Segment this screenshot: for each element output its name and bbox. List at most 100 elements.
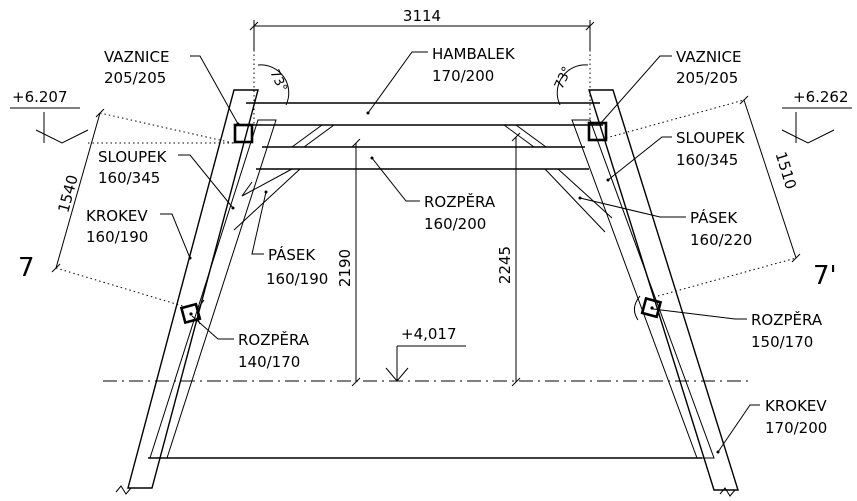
section-left: 7	[18, 253, 35, 283]
brace-b	[303, 124, 335, 148]
left-purlin	[233, 123, 254, 144]
label-krokev-right-size: 170/200	[765, 419, 827, 437]
brace-a	[291, 124, 323, 148]
dim-left-dot-top	[99, 112, 234, 144]
leader-pasek-left-dot	[264, 190, 268, 194]
leader-hambalek	[367, 51, 428, 114]
leader-krokev-left-dot	[188, 256, 192, 260]
leader-rozpera-left	[191, 315, 234, 340]
dim-2245-tick-bottom	[511, 377, 521, 387]
right-purlin	[587, 121, 608, 142]
label-rozpera-right-name: ROZPĚRA	[751, 310, 823, 329]
angle-left-value: 73°	[266, 67, 289, 94]
dim-2245-value: 2245	[496, 246, 514, 284]
dim-left-tick-top	[95, 108, 105, 118]
label-sloupek-left-size: 160/345	[98, 169, 160, 187]
dim-top-tick-l	[249, 21, 259, 31]
leader-sloupek-right	[607, 136, 672, 181]
label-hambalek-name: HAMBALEK	[432, 45, 516, 63]
level-base-value: +4,017	[401, 325, 457, 343]
right-rafter	[588, 89, 739, 491]
label-rozpera-left-size: 140/170	[238, 353, 300, 371]
dim-right-value: 1510	[772, 150, 800, 192]
dim-left-tick-bottom	[51, 263, 61, 273]
level-left-value: +6.207	[12, 88, 68, 106]
leader-vaznice-left	[190, 55, 239, 125]
brace-d	[515, 124, 547, 148]
truss-structure	[115, 89, 739, 497]
dim-2190-tick-top	[351, 138, 361, 148]
level-left-marker	[35, 129, 89, 144]
label-rozpera-left-name: ROZPĚRA	[238, 330, 310, 349]
label-vaznice-right-name: VAZNICE	[676, 48, 741, 66]
level-base-marker	[385, 367, 409, 382]
leader-krokev-left	[160, 213, 191, 259]
leader-rozpera-mid-dot	[370, 156, 374, 160]
label-pasek-right-size: 160/220	[690, 231, 752, 249]
label-sloupek-left-name: SLOUPEK	[98, 148, 168, 166]
leader-pasek-right-dot	[578, 196, 582, 200]
label-pasek-left-size: 160/190	[266, 270, 328, 288]
right-knee-brace-b	[557, 168, 613, 219]
dim-left-line	[55, 112, 101, 269]
dim-right-tick-bottom	[791, 253, 801, 263]
label-vaznice-left-size: 205/205	[104, 69, 166, 87]
label-pasek-left-name: PÁSEK	[268, 245, 316, 264]
label-vaznice-left-name: VAZNICE	[104, 48, 169, 66]
notch-right	[634, 295, 641, 321]
leader-sloupek-left	[178, 154, 234, 209]
left-knee-brace-b	[233, 168, 301, 231]
dim-2190-value: 2190	[336, 249, 354, 287]
level-right-value: +6.262	[793, 88, 849, 106]
label-krokev-right-name: KROKEV	[765, 397, 827, 415]
left-spacer-dot	[189, 312, 193, 316]
dim-top-value: 3114	[403, 7, 441, 25]
leader-vaznice-right-dot	[598, 122, 602, 126]
break-left	[115, 485, 132, 495]
leader-krokev-right-dot	[716, 450, 720, 454]
label-rozpera-mid-name: ROZPĚRA	[424, 192, 496, 211]
leader-pasek-right	[579, 197, 686, 218]
right-post	[571, 119, 715, 459]
leader-hambalek-dot	[366, 111, 370, 115]
dim-right-dot-bottom	[657, 257, 797, 297]
brace-c	[503, 124, 535, 148]
dim-right-tick-top	[739, 95, 749, 105]
label-krokev-left-size: 160/190	[86, 228, 148, 246]
section-right: 7'	[813, 261, 837, 291]
label-rozpera-mid-size: 160/200	[424, 215, 486, 233]
break-right	[719, 487, 736, 497]
leader-sloupek-left-dot	[231, 206, 235, 210]
dim-top-tick-r	[585, 21, 595, 31]
label-krokev-left-name: KROKEV	[86, 207, 148, 225]
dim-left-dot-bottom	[55, 267, 187, 308]
labels: VAZNICE 205/205 VAZNICE 205/205 HAMBALEK…	[86, 45, 827, 454]
dim-left-value: 1540	[55, 173, 82, 215]
dim-right-dot-top	[605, 99, 745, 139]
right-knee-brace-a	[544, 168, 606, 233]
leader-rozpera-mid	[371, 157, 420, 202]
leader-vaznice-right	[599, 55, 672, 125]
leader-krokev-right	[717, 404, 760, 453]
leader-pasek-left	[251, 191, 267, 255]
leader-rozpera-right	[652, 308, 747, 320]
label-sloupek-right-name: SLOUPEK	[676, 129, 746, 147]
angle-arc-left	[257, 64, 290, 106]
angle-arc-right	[556, 64, 589, 106]
label-hambalek-size: 170/200	[432, 67, 494, 85]
left-knee-brace-a	[241, 168, 293, 197]
left-rafter	[127, 89, 259, 489]
left-spacer-block	[179, 302, 202, 325]
leader-vaznice-left-dot	[236, 122, 240, 126]
label-rozpera-right-size: 150/170	[751, 333, 813, 351]
right-spacer-dot	[650, 306, 654, 310]
label-sloupek-right-size: 160/345	[676, 151, 738, 169]
level-right-marker	[781, 129, 835, 144]
label-vaznice-right-size: 205/205	[676, 69, 738, 87]
label-pasek-right-name: PÁSEK	[690, 208, 738, 227]
leader-sloupek-right-dot	[606, 178, 610, 182]
dim-2245-tick-top	[511, 132, 521, 142]
levels: +6.207 +6.262 +4,017	[10, 88, 852, 382]
dim-right-line	[743, 99, 797, 259]
